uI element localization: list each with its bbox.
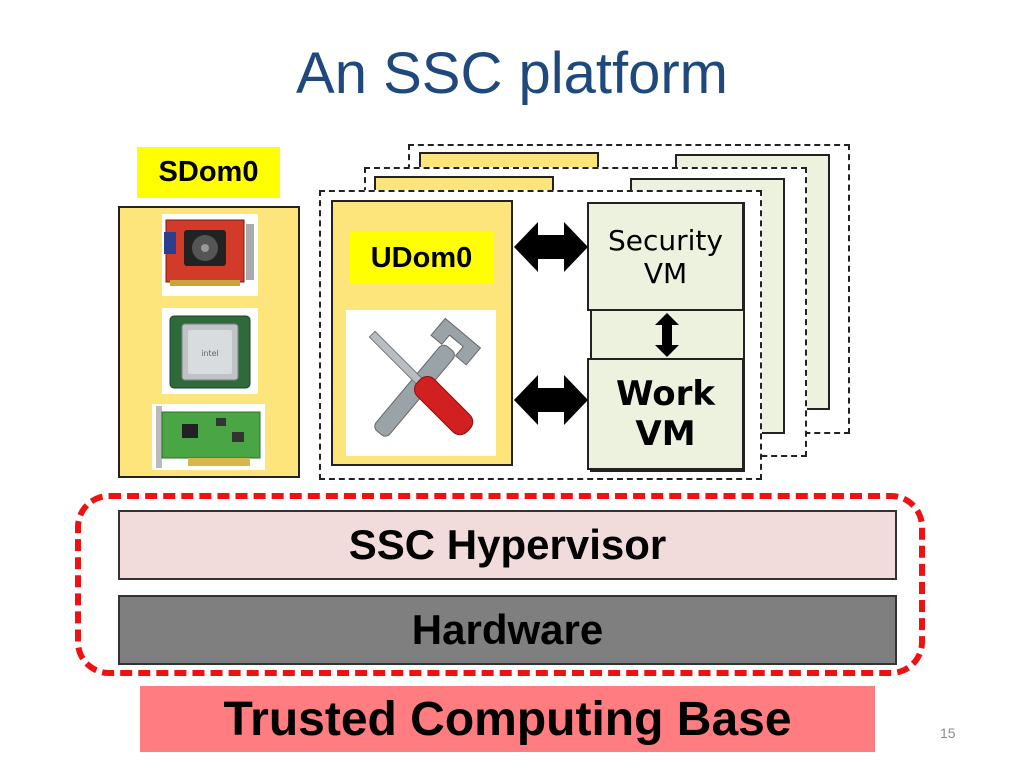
tcb-label: Trusted Computing Base xyxy=(140,686,875,752)
double-arrow-icon xyxy=(514,375,588,425)
double-arrow-icon xyxy=(514,222,588,272)
cpu-chip-icon: intel xyxy=(162,308,258,394)
tools-icon xyxy=(346,310,496,456)
network-card-icon xyxy=(152,404,265,470)
graphics-card-icon xyxy=(162,214,258,296)
tcb-dashed-outline xyxy=(75,493,925,676)
slide-title: An SSC platform xyxy=(296,41,728,106)
work-vm-line2: VM xyxy=(635,414,696,454)
ssc-hypervisor-bar: SSC Hypervisor xyxy=(118,510,897,580)
udom0-label: UDom0 xyxy=(349,232,494,284)
hardware-bar: Hardware xyxy=(118,595,897,665)
security-vm-box: Security VM xyxy=(587,202,744,311)
sdom0-label: SDom0 xyxy=(137,147,280,198)
security-vm-line2: VM xyxy=(643,256,688,290)
svg-text:intel: intel xyxy=(201,349,219,358)
slide-number: 15 xyxy=(940,725,956,741)
work-vm-box: Work VM xyxy=(587,358,744,470)
work-vm-line1: Work xyxy=(615,374,716,414)
security-vm-line1: Security xyxy=(608,223,723,257)
vertical-double-arrow-icon xyxy=(655,313,679,357)
